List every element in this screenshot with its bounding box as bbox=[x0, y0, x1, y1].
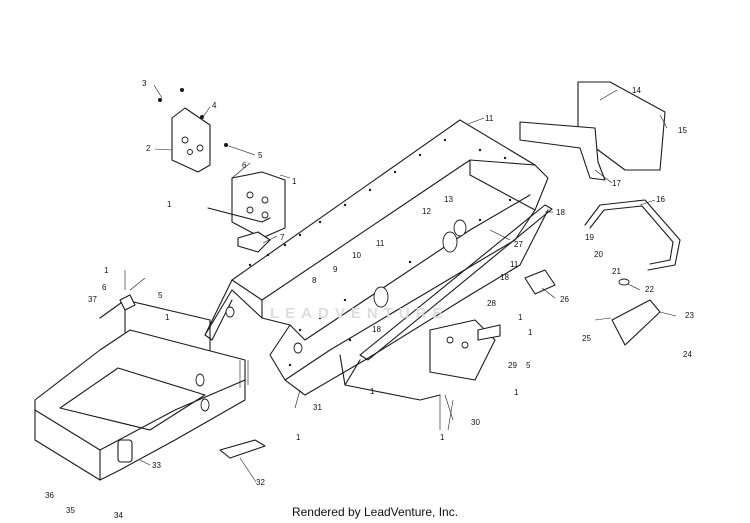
callout-12: 12 bbox=[422, 207, 431, 216]
footer-credit: Rendered by LeadVenture, Inc. bbox=[291, 505, 459, 519]
callout-18: 18 bbox=[372, 325, 381, 334]
callout-17: 17 bbox=[612, 179, 621, 188]
callout-1: 1 bbox=[296, 433, 301, 442]
bumper-assembly-lower bbox=[34, 294, 266, 481]
callout-32: 32 bbox=[256, 478, 265, 487]
callout-19: 19 bbox=[585, 233, 594, 242]
callout-6: 6 bbox=[242, 161, 247, 170]
callout-26: 26 bbox=[560, 295, 569, 304]
callout-5: 5 bbox=[258, 151, 263, 160]
callout-1: 1 bbox=[370, 387, 375, 396]
callout-9: 9 bbox=[333, 265, 338, 274]
callout-7: 7 bbox=[280, 233, 285, 242]
callout-1: 1 bbox=[518, 313, 523, 322]
callout-8: 8 bbox=[312, 276, 317, 285]
right-side-parts bbox=[429, 81, 681, 381]
callout-2: 2 bbox=[146, 144, 151, 153]
callout-18: 18 bbox=[500, 273, 509, 282]
callout-23: 23 bbox=[685, 311, 694, 320]
callout-18: 18 bbox=[556, 208, 565, 217]
callout-20: 20 bbox=[594, 250, 603, 259]
callout-28: 28 bbox=[487, 299, 496, 308]
callout-1: 1 bbox=[528, 328, 533, 337]
frame-rivets bbox=[248, 138, 512, 367]
callout-14: 14 bbox=[632, 86, 641, 95]
callout-22: 22 bbox=[645, 285, 654, 294]
callout-29: 29 bbox=[508, 361, 517, 370]
callout-24: 24 bbox=[683, 350, 692, 359]
callout-6: 6 bbox=[102, 283, 107, 292]
callout-37: 37 bbox=[88, 295, 97, 304]
watermark: LEADVENTURE bbox=[270, 305, 449, 322]
callout-21: 21 bbox=[612, 267, 621, 276]
callout-11: 11 bbox=[485, 114, 494, 123]
main-frame bbox=[204, 119, 553, 401]
leader-lines bbox=[124, 84, 677, 483]
callout-36: 36 bbox=[45, 491, 54, 500]
callout-1: 1 bbox=[292, 177, 297, 186]
callout-5: 5 bbox=[158, 291, 163, 300]
callout-34: 34 bbox=[114, 511, 123, 520]
callout-1: 1 bbox=[165, 313, 170, 322]
callout-labels: 3 4 2 5 6 1 1 7 11 14 15 17 16 18 13 12 … bbox=[45, 79, 694, 520]
callout-27: 27 bbox=[514, 240, 523, 249]
callout-3: 3 bbox=[142, 79, 147, 88]
callout-1: 1 bbox=[167, 200, 172, 209]
callout-5: 5 bbox=[526, 361, 531, 370]
callout-10: 10 bbox=[352, 251, 361, 260]
callout-15: 15 bbox=[678, 126, 687, 135]
callout-1: 1 bbox=[104, 266, 109, 275]
callout-31: 31 bbox=[313, 403, 322, 412]
callout-13: 13 bbox=[444, 195, 453, 204]
callout-4: 4 bbox=[212, 101, 217, 110]
callout-30: 30 bbox=[471, 418, 480, 427]
callout-35: 35 bbox=[66, 506, 75, 515]
callout-25: 25 bbox=[582, 334, 591, 343]
callout-1: 1 bbox=[440, 433, 445, 442]
callout-11: 11 bbox=[510, 260, 519, 269]
bracket-assembly-upper bbox=[158, 88, 286, 253]
callout-16: 16 bbox=[656, 195, 665, 204]
callout-1: 1 bbox=[514, 388, 519, 397]
callout-33: 33 bbox=[152, 461, 161, 470]
callout-11: 11 bbox=[376, 239, 385, 248]
